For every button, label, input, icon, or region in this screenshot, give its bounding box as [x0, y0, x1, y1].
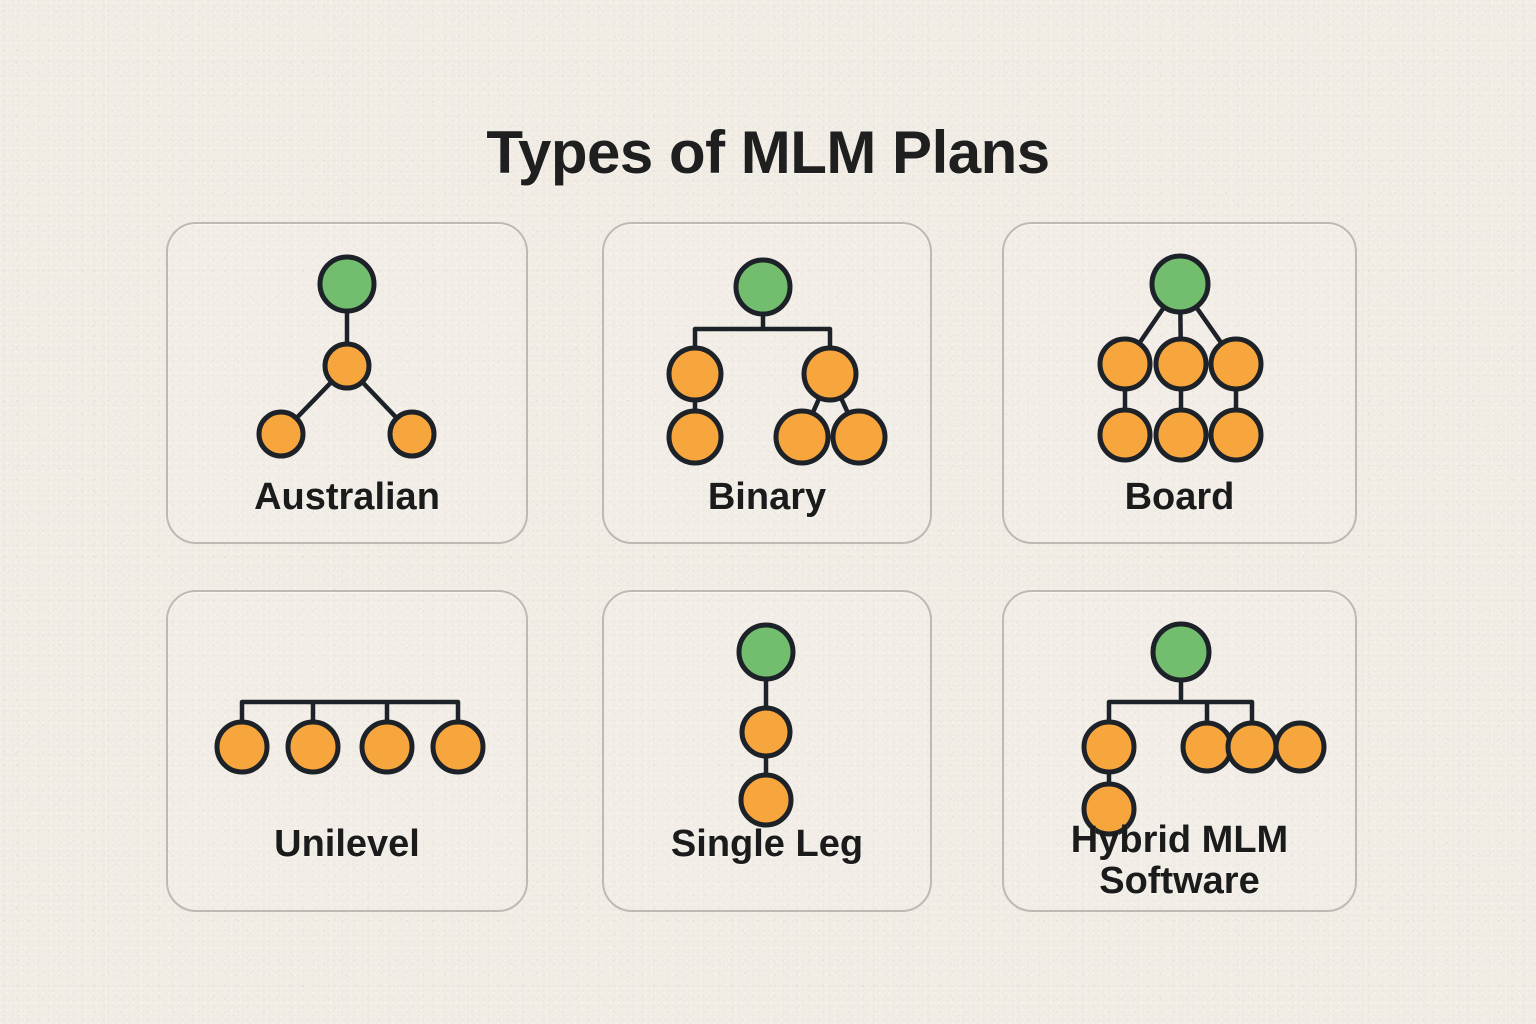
- plan-tree-diagram: [666, 257, 888, 466]
- plan-card-label: Australian: [254, 476, 440, 518]
- page-title: Types of MLM Plans: [486, 119, 1050, 187]
- tree-links: [293, 307, 400, 422]
- member-node-circle: [1225, 720, 1279, 774]
- root-node-circle: [736, 622, 796, 682]
- member-node-circle: [322, 341, 372, 391]
- plan-card-board[interactable]: Board: [1002, 222, 1357, 544]
- member-node-circle: [1273, 720, 1327, 774]
- plan-card-label-line1: Hybrid MLM: [1070, 819, 1289, 861]
- tree-nodes: [256, 254, 437, 459]
- member-node-circle: [1097, 336, 1153, 392]
- plan-tree-diagram: [256, 254, 437, 459]
- tree-link: [1136, 303, 1167, 347]
- root-node-circle: [733, 257, 793, 317]
- tree-link: [1193, 303, 1225, 347]
- plan-card-unilevel[interactable]: Unilevel: [166, 590, 528, 912]
- tree-nodes: [1081, 621, 1327, 837]
- member-node-circle: [666, 345, 724, 403]
- plan-tree-diagram: [1081, 621, 1327, 837]
- plan-card-label-line2: Software: [1099, 859, 1260, 902]
- plan-card-australian[interactable]: Australian: [166, 222, 528, 544]
- tree-bus-link: [1106, 677, 1255, 726]
- member-node-circle: [1153, 407, 1209, 463]
- member-node-circle: [739, 705, 793, 759]
- root-node-circle: [1150, 621, 1212, 683]
- member-node-circle: [359, 719, 415, 775]
- tree-bus-link: [692, 311, 833, 351]
- member-node-circle: [738, 772, 794, 828]
- tree-bus-link: [239, 699, 461, 725]
- member-node-circle: [1081, 719, 1137, 775]
- member-node-circle: [773, 408, 831, 466]
- plan-tree-diagram: [1097, 253, 1264, 463]
- plan-card-label: Binary: [707, 476, 827, 518]
- plan-tree-diagram: [736, 622, 796, 828]
- root-node-circle: [1149, 253, 1211, 315]
- member-node-circle: [1153, 336, 1209, 392]
- plan-card-label: Board: [1124, 476, 1235, 518]
- member-node-circle: [285, 719, 341, 775]
- plan-card-label: Single Leg: [670, 823, 864, 865]
- plan-card-label: Unilevel: [274, 823, 420, 865]
- tree-nodes: [666, 257, 888, 466]
- plan-card-single-leg[interactable]: Single Leg: [602, 590, 932, 912]
- tree-link: [293, 378, 335, 422]
- tree-nodes: [736, 622, 796, 828]
- member-node-circle: [214, 719, 270, 775]
- member-node-circle: [387, 409, 437, 459]
- member-node-circle: [801, 345, 859, 403]
- member-node-circle: [256, 409, 306, 459]
- member-node-circle: [1097, 407, 1153, 463]
- tree-link: [359, 378, 400, 422]
- plan-tree-diagram: [214, 699, 486, 775]
- tree-nodes: [214, 719, 486, 775]
- member-node-circle: [1081, 781, 1137, 837]
- root-node-circle: [317, 254, 377, 314]
- plan-card-binary[interactable]: Binary: [602, 222, 932, 544]
- member-node-circle: [830, 408, 888, 466]
- tree-links: [1122, 303, 1239, 414]
- member-node-circle: [1208, 407, 1264, 463]
- member-node-circle: [1208, 336, 1264, 392]
- member-node-circle: [430, 719, 486, 775]
- tree-links: [239, 699, 461, 725]
- member-node-circle: [666, 408, 724, 466]
- member-node-circle: [1180, 720, 1234, 774]
- tree-nodes: [1097, 253, 1264, 463]
